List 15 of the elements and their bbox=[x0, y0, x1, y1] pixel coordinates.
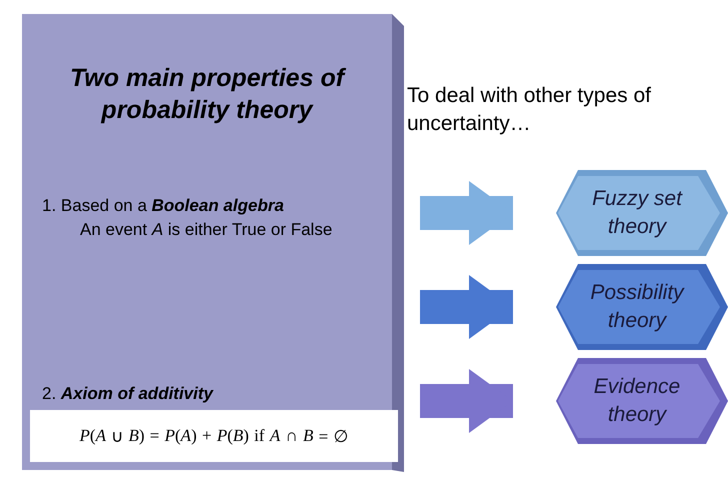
note-text: To deal with other types of uncertainty… bbox=[407, 83, 652, 137]
list-item: 1. Based on a Boolean algebra bbox=[42, 196, 285, 216]
block-arrow bbox=[420, 369, 513, 433]
hexagon-box bbox=[556, 358, 728, 444]
list-item: An event A is either True or False bbox=[80, 220, 334, 240]
list-item: 2. Axiom of additivity bbox=[42, 384, 214, 404]
formula-box: P(A ∪ B) = P(A) + P(B) if A ∩ B = ∅ bbox=[30, 410, 398, 462]
node-label: Fuzzy set theory bbox=[591, 186, 684, 240]
block-arrow bbox=[420, 181, 513, 245]
node-label: Possibility theory bbox=[589, 280, 686, 334]
hexagon-box bbox=[556, 264, 728, 350]
panel-title: Two main properties of probability theory bbox=[68, 63, 348, 126]
node-label: Evidence theory bbox=[592, 374, 682, 428]
hexagon-box bbox=[556, 170, 728, 256]
block-arrow bbox=[420, 275, 513, 339]
